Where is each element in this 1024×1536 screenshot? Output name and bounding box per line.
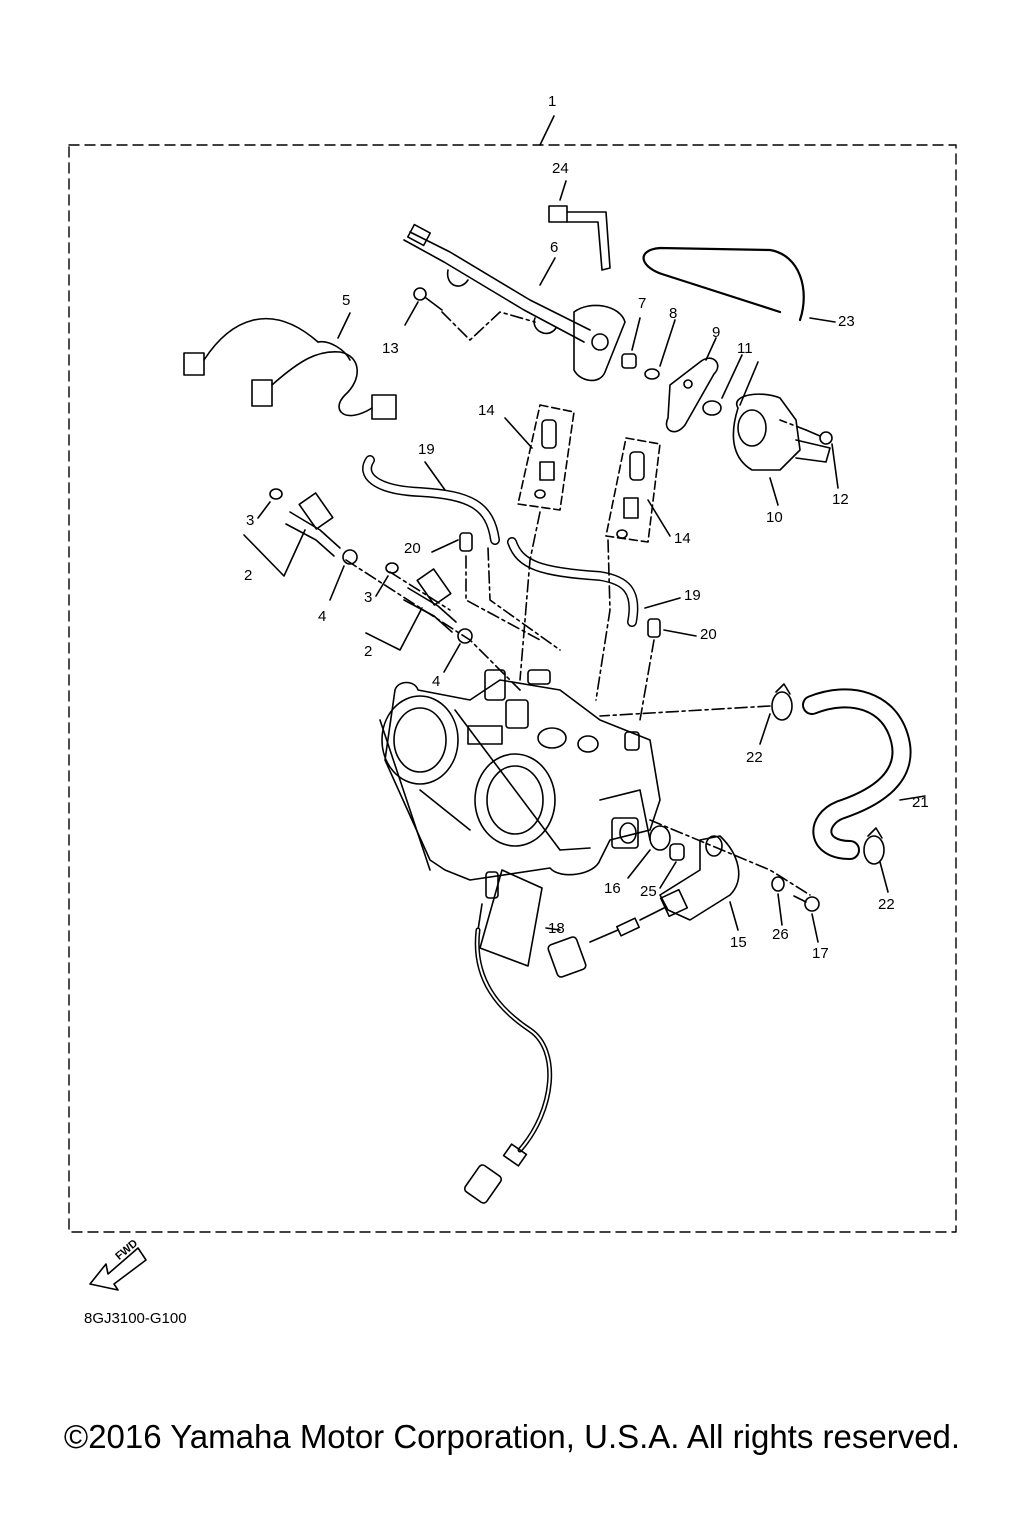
- callout-label: 18: [548, 920, 565, 937]
- cap-left: [459, 532, 473, 552]
- tie-strap: [548, 180, 611, 271]
- assembly-leader: [539, 115, 555, 146]
- injector-upper: [243, 488, 358, 601]
- callout-label: 26: [772, 926, 789, 943]
- screw: [404, 287, 536, 341]
- copyright-notice: ©2016 Yamaha Motor Corporation, U.S.A. A…: [63, 1418, 961, 1455]
- callout-label: 20: [700, 626, 717, 643]
- fuel-delivery-pipe: [403, 223, 626, 382]
- valve-kit-right: [605, 437, 671, 543]
- valve-kit-left: [504, 404, 575, 511]
- callout-label: 7: [638, 295, 647, 312]
- tps-screw: [793, 895, 820, 943]
- cap-right: [647, 618, 661, 638]
- forward-direction-arrow: [89, 1247, 147, 1291]
- callout-label: 15: [730, 934, 747, 951]
- regulator-screw: [779, 419, 839, 489]
- tps-o-ring: [649, 825, 671, 851]
- callout-label: 22: [746, 749, 763, 766]
- breather-hose: [802, 688, 926, 860]
- injector-lower: [365, 562, 473, 673]
- callout-label: 10: [766, 509, 783, 526]
- callout-label: 14: [674, 530, 691, 547]
- callout-label: 21: [912, 794, 929, 811]
- callout-label: 13: [382, 340, 399, 357]
- callout-label: 25: [640, 883, 657, 900]
- wire-harness: [183, 312, 397, 420]
- fuel-hose: [642, 246, 805, 322]
- callout-label: 19: [418, 441, 435, 458]
- hose-clamp-upper: [599, 683, 793, 745]
- callout-label: 2: [364, 643, 373, 660]
- callout-label: 17: [812, 945, 829, 962]
- callout-label: 12: [832, 491, 849, 508]
- hose-left: [362, 455, 500, 545]
- diagram-code: 8GJ3100-G100: [84, 1310, 187, 1327]
- washer: [771, 876, 785, 892]
- idle-adjust-cable: [463, 869, 561, 1204]
- callout-label: 4: [432, 673, 441, 690]
- callout-label: 3: [246, 512, 255, 529]
- pipe-joint: [621, 317, 676, 380]
- callout-label: 23: [838, 313, 855, 330]
- hose-clamp-lower: [863, 827, 889, 893]
- callout-assembly: 1: [548, 93, 557, 110]
- callout-label: 22: [878, 896, 895, 913]
- throttle-body: [379, 669, 661, 881]
- callout-label: 9: [712, 324, 721, 341]
- callout-label: 4: [318, 608, 327, 625]
- callout-label: 5: [342, 292, 351, 309]
- callout-label: 8: [669, 305, 678, 322]
- callout-label: 14: [478, 402, 495, 419]
- collar: [669, 843, 685, 861]
- pressure-regulator: [732, 361, 831, 506]
- callout-label: 20: [404, 540, 421, 557]
- callout-label: 3: [364, 589, 373, 606]
- callout-label: 2: [244, 567, 253, 584]
- assembly-border: [68, 144, 957, 1233]
- throttle-position-sensor: [547, 835, 740, 978]
- callout-label: 16: [604, 880, 621, 897]
- callout-label: 11: [737, 340, 753, 357]
- o-ring: [702, 400, 722, 416]
- callout-label: 19: [684, 587, 701, 604]
- callout-label: 6: [550, 239, 559, 256]
- callout-label: 24: [552, 160, 569, 177]
- flange-pipe: [665, 337, 719, 433]
